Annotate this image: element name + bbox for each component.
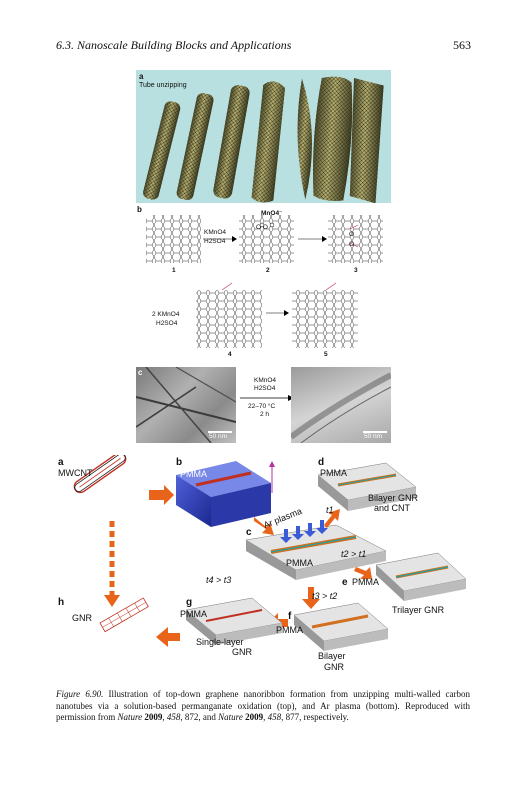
reagent1: KMnO4 [204, 229, 227, 236]
panel-b-mechanism: b KMnO4 H2SO4 MnO4⁻ O O O O 1 2 3 2 KMnO… [136, 205, 391, 365]
caption-year-2: 2009 [245, 712, 264, 722]
plasma-etching-diagram [73, 455, 467, 651]
scale-label-right: 50 nm [364, 433, 383, 440]
bottom-f-label: f [288, 611, 292, 622]
bilayer-gnr-cnt-line1: Bilayer GNR [368, 493, 419, 503]
bottom-g-label: g [186, 597, 193, 608]
nanotube-tem-lines [136, 367, 236, 443]
caption-year-1: 2009 [144, 712, 163, 722]
panel-a-title: Tube unzipping [139, 82, 187, 89]
panel-a-tube-unzipping: a Tube unzipping [136, 70, 391, 203]
bottom-e-label: e [342, 577, 348, 588]
scale-label-left: 50 nm [209, 433, 228, 440]
pmma-g-label: PMMA [180, 609, 207, 619]
pmma-c-label: PMMA [286, 558, 313, 568]
oxidation-mechanism-diagram [146, 215, 383, 348]
bilayer-line1: Bilayer [318, 651, 346, 661]
single-layer-line1: Single-layer [196, 637, 244, 647]
scale-bar [208, 431, 232, 433]
reagent2: 2 KMnO4 [152, 311, 180, 318]
bottom-d-label: d [318, 457, 325, 468]
tem-image-before: c 50 nm [136, 367, 236, 443]
mwcnt-label: MWCNT [58, 468, 93, 478]
ribbon-tem-lines [291, 372, 391, 443]
bottom-a-label: a [58, 457, 64, 468]
pmma-d-label: PMMA [320, 468, 347, 478]
section-title: 6.3. Nanoscale Building Blocks and Appli… [56, 38, 292, 52]
caption-journal-2: Nature [218, 712, 243, 722]
bottom-b-label: b [176, 457, 183, 468]
oxygen-label: O O [256, 224, 268, 231]
caption-journal-1: Nature [117, 712, 143, 722]
bilayer-gnr-cnt-line2: and CNT [374, 503, 411, 513]
t4-gt-t3-label: t4 > t3 [206, 575, 232, 585]
trilayer-gnr-label: Trilayer GNR [392, 605, 445, 615]
panel-b-label: b [137, 205, 142, 214]
reagent1-acid: H2SO4 [204, 238, 226, 245]
compound-3: 3 [354, 267, 358, 274]
t3-gt-t2-label: t3 > t2 [312, 591, 338, 601]
nanotube-unzipping-illustration [143, 76, 384, 203]
figure-caption: Figure 6.90. Illustration of top-down gr… [56, 689, 470, 722]
reaction-arrow [240, 395, 294, 401]
condition-time: 2 h [260, 411, 270, 418]
caption-volume-1: 458 [166, 712, 181, 722]
compound-1: 1 [172, 267, 176, 274]
t1-label: t1 [326, 505, 334, 515]
single-layer-line2: GNR [232, 647, 252, 657]
condition-acid: H2SO4 [254, 385, 276, 392]
caption-pages-2: , 877, respectively. [281, 712, 349, 722]
caption-volume-2: 458 [267, 712, 282, 722]
gnr-label: GNR [72, 613, 92, 623]
pmma-e-label: PMMA [352, 577, 379, 587]
compound-2: 2 [266, 267, 270, 274]
reagent2-acid: H2SO4 [156, 320, 178, 327]
condition-oxidant: KMnO4 [254, 377, 277, 384]
oxygen-label: O [349, 241, 355, 248]
panel-c-label: c [138, 368, 143, 377]
bottom-h-label: h [58, 597, 65, 608]
tem-image-after: 50 nm [291, 367, 391, 443]
caption-label: Figure 6.90. [56, 689, 104, 699]
compound-4: 4 [228, 351, 232, 358]
permanganate-ion: MnO4⁻ [261, 210, 283, 217]
bottom-c-label: c [246, 527, 252, 538]
bilayer-line2: GNR [324, 662, 344, 672]
panel-c-tem: c 50 nm KMnO4 H2SO4 22–70 °C 2 h 50 nm [136, 367, 391, 445]
panel-a-label: a [139, 72, 144, 81]
page-number: 563 [453, 38, 471, 52]
running-header: 6.3. Nanoscale Building Blocks and Appli… [56, 38, 471, 56]
oxygen-label: O [349, 231, 355, 238]
compound-5: 5 [324, 351, 328, 358]
pmma-f-label: PMMA [276, 625, 303, 635]
scale-bar [363, 431, 387, 433]
condition-temperature: 22–70 °C [248, 403, 276, 410]
caption-pages-1: , 872, and [180, 712, 219, 722]
pmma-b-label: PMMA [180, 469, 207, 479]
t2-gt-t1-label: t2 > t1 [341, 549, 367, 559]
plasma-etching-figure: a MWCNT b PMMA c Ar plasma PMMA d PMMA B… [56, 455, 471, 685]
caption-text: Illustration of top-down graphene nanori… [56, 689, 470, 722]
